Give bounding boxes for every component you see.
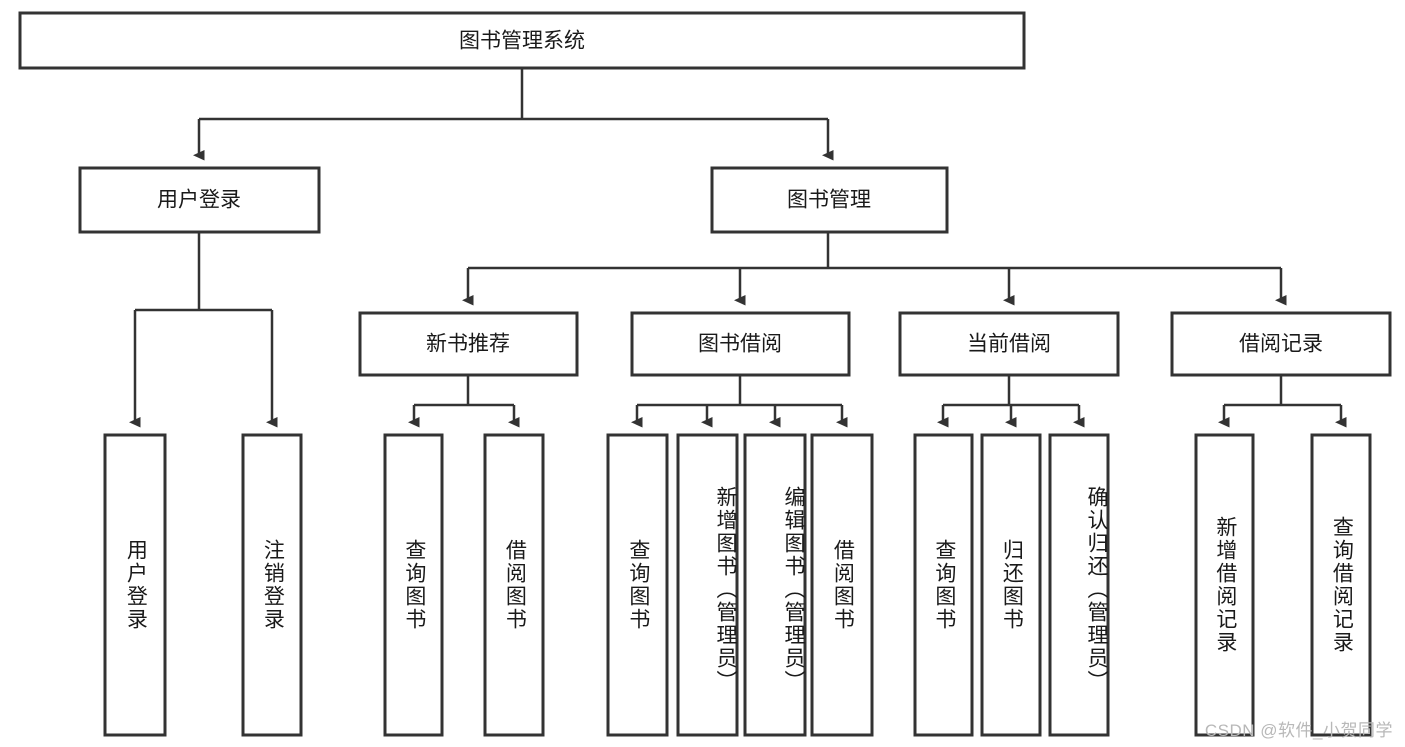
- connector-group-book-borrow: [631, 375, 848, 428]
- connector-group-current-borrow: [937, 375, 1085, 428]
- node-user-login-label: 用户登录: [157, 189, 241, 212]
- leaf-box-edit-book-admin[interactable]: [743, 433, 807, 737]
- leaf-box-add-book-admin[interactable]: [676, 433, 739, 737]
- leaf-box-borrow-book-recommend[interactable]: [483, 433, 545, 737]
- connector-group-new-book-recommend: [408, 375, 520, 428]
- node-current-borrow-label: 当前借阅: [967, 333, 1051, 356]
- node-book-management-label: 图书管理: [787, 189, 871, 212]
- connector-group-user-login: [129, 232, 278, 428]
- leaf-box-confirm-return-admin[interactable]: [1048, 433, 1110, 737]
- leaf-box-query-borrow-record[interactable]: [1310, 433, 1372, 737]
- node-new-book-recommend[interactable]: 新书推荐: [358, 311, 579, 377]
- leaf-box-return-book[interactable]: [980, 433, 1042, 737]
- node-borrow-record-label: 借阅记录: [1239, 333, 1323, 356]
- node-book-borrow-label: 图书借阅: [698, 333, 782, 356]
- leaf-box-logout[interactable]: [241, 433, 303, 737]
- connector-group-book-management: [462, 232, 1287, 306]
- leaf-box-query-book-borrow[interactable]: [606, 433, 669, 737]
- leaf-box-user-login[interactable]: [103, 433, 167, 737]
- leaf-box-query-book-current[interactable]: [913, 433, 974, 737]
- node-root-label: 图书管理系统: [459, 30, 585, 53]
- node-book-borrow[interactable]: 图书借阅: [630, 311, 851, 377]
- csdn-watermark: CSDN @软件_小贺同学: [1204, 721, 1393, 740]
- connector-group-borrow-record: [1218, 375, 1347, 428]
- leaf-box-add-borrow-record[interactable]: [1194, 433, 1255, 737]
- node-new-book-recommend-label: 新书推荐: [426, 333, 510, 356]
- leaf-box-borrow-book[interactable]: [810, 433, 874, 737]
- connector-group-root: [193, 68, 834, 161]
- leaf-box-query-book-recommend[interactable]: [383, 433, 444, 737]
- node-current-borrow[interactable]: 当前借阅: [898, 311, 1120, 377]
- node-borrow-record[interactable]: 借阅记录: [1170, 311, 1392, 377]
- node-root[interactable]: 图书管理系统: [18, 11, 1026, 70]
- node-user-login[interactable]: 用户登录: [78, 166, 321, 234]
- node-book-management[interactable]: 图书管理: [710, 166, 949, 234]
